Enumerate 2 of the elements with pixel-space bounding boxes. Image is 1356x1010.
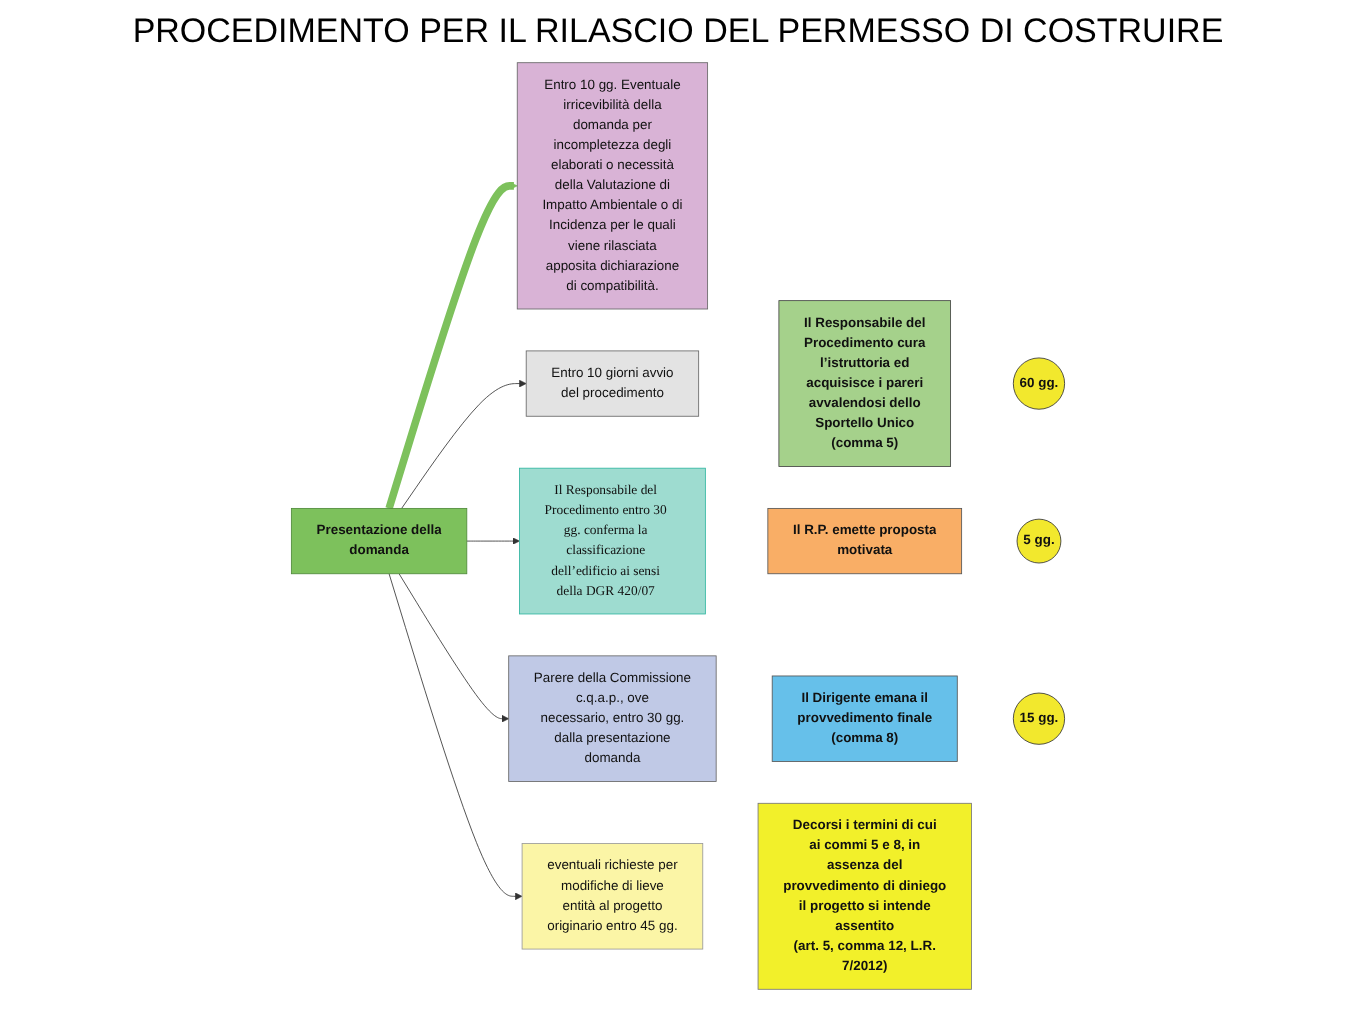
diagram-title: PROCEDIMENTO PER IL RILASCIO DEL PERMESSO DI COSTRUIRE: [130, 12, 1226, 52]
arrow: [385, 182, 518, 510]
